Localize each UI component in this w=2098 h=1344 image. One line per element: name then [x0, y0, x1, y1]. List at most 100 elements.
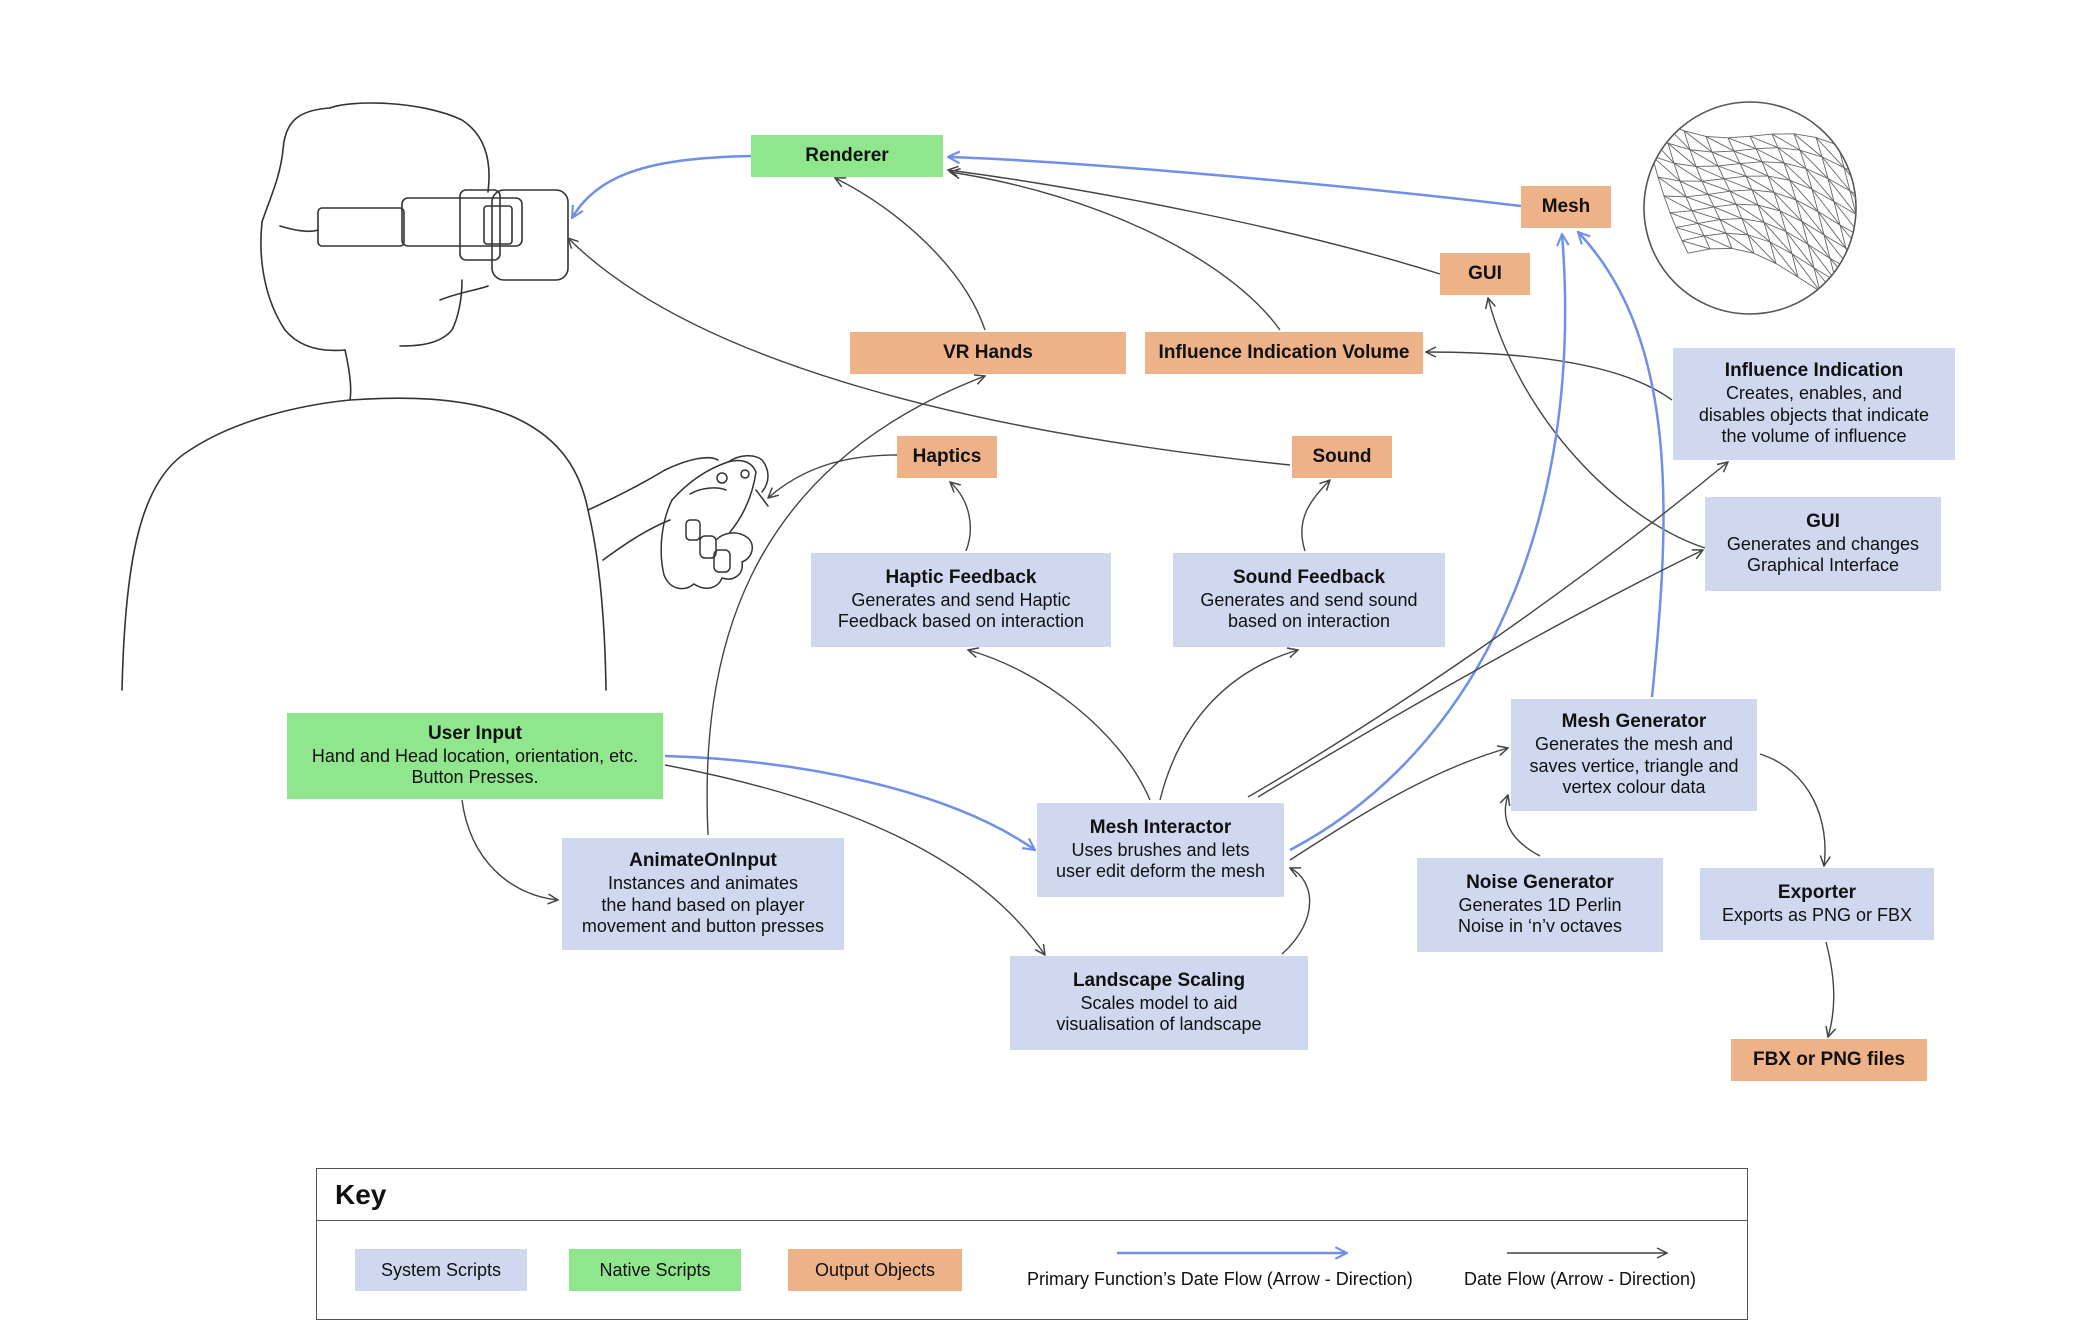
mesh-wire-line [1705, 136, 1735, 152]
mesh-wire-line [1807, 244, 1837, 282]
mesh-wire-line [1779, 210, 1809, 245]
sound-feedback-node: Sound Feedback Generates and send sound … [1173, 553, 1445, 647]
mesh-wire-line [1878, 225, 1906, 248]
mesh-wire-line [1719, 219, 1727, 234]
mesh-wire-line [1807, 243, 1831, 259]
mesh-wire-line [1777, 147, 1785, 164]
mesh-wire-line [1851, 270, 1856, 279]
mesh-wire-line [1817, 211, 1847, 249]
edge-mesh-to-renderer [948, 157, 1522, 208]
mesh-wire-line [1757, 204, 1787, 232]
node-title: Influence Indication [1724, 360, 1904, 382]
mesh-wire-line [1681, 235, 1705, 242]
node-title: Noise Generator [1466, 872, 1614, 893]
vr-controller-icon [660, 455, 769, 590]
mesh-wire-line [1763, 222, 1787, 232]
mesh-wire-line [1845, 247, 1856, 279]
mesh-wire-line [1862, 237, 1890, 264]
edge-gui-script-to-gui [1488, 298, 1706, 549]
influence-indication-node: Influence Indication Creates, enables, a… [1673, 348, 1955, 460]
mesh-wire-line [1779, 210, 1787, 232]
mesh-interactor-node: Mesh Interactor Uses brushes and lets us… [1037, 803, 1284, 897]
mesh-wire-line [1767, 175, 1797, 201]
mesh-wire-line [1785, 231, 1815, 269]
mesh-wire-line [1862, 237, 1884, 245]
mesh-wire-line [1683, 130, 1691, 150]
mesh-wire-line [1835, 280, 1856, 292]
mesh-wire-line [1908, 302, 1930, 307]
mesh-wire-line [1681, 240, 1689, 254]
mesh-wire-line [1815, 137, 1845, 168]
mesh-wire-line [1849, 190, 1856, 226]
mesh-wire-line [1793, 133, 1817, 138]
mesh-wire-line [1687, 248, 1711, 254]
mesh-wire-line [1779, 210, 1803, 222]
edge-sound-feedback-to-sound [1301, 480, 1330, 552]
mesh-wire-line [1797, 276, 1821, 292]
mesh-wire-line [1795, 199, 1803, 222]
node-desc-line: saves vertice, triangle and [1529, 755, 1739, 776]
mesh-wire-line [1860, 156, 1888, 190]
node-title: Haptic Feedback [885, 567, 1037, 588]
mesh-wire-line [1771, 133, 1779, 148]
mesh-wire-line [1657, 176, 1687, 198]
mesh-wire-line [1866, 180, 1894, 212]
mesh-wire-line [1890, 264, 1918, 277]
mesh-wire-line [1763, 222, 1771, 243]
mesh-wire-line [1695, 166, 1703, 182]
landscape-scaling-node: Landscape Scaling Scales model to aid vi… [1010, 956, 1308, 1050]
node-title: Renderer [805, 144, 889, 166]
mesh-wire-line [1884, 245, 1890, 263]
mesh-wire-line [1729, 190, 1759, 206]
mesh-wire-line [1717, 163, 1741, 167]
mesh-wire-line [1918, 277, 1924, 290]
node-desc-line: Instances and animates [607, 873, 799, 893]
edge-sound-to-headset [568, 238, 1291, 466]
node-title: Sound [1312, 445, 1372, 467]
mesh-wire-line [1767, 175, 1791, 181]
renderer-node: Renderer [751, 135, 943, 177]
mesh-wire-line [1851, 270, 1856, 296]
mesh-wire-line [1902, 294, 1908, 307]
mesh-wire-line [1644, 109, 1647, 134]
edge-noise-to-generator [1505, 795, 1541, 857]
node-desc-line: Feedback based on interaction [837, 611, 1085, 632]
mesh-wire-line [1769, 241, 1777, 264]
vr-headset-person-icon [121, 102, 719, 691]
node-desc-line: the hand based on player [601, 894, 805, 915]
mesh-wire-line [1697, 219, 1721, 224]
mesh-wire-line [1749, 133, 1773, 137]
mesh-wire-line [1805, 168, 1829, 179]
mesh-wire-line [1695, 166, 1725, 180]
node-title: FBX or PNG files [1752, 1048, 1906, 1070]
legend-primary-flow-label: Primary Function’s Date Flow (Arrow - Di… [1027, 1269, 1413, 1289]
mesh-wire-line [1747, 234, 1777, 264]
mesh-wire-line [1713, 203, 1737, 208]
mesh-wire-line [1807, 244, 1815, 269]
mesh-wire-line [1733, 150, 1763, 163]
mesh-wire-line [1855, 214, 1856, 246]
mesh-wire-line [1866, 180, 1888, 191]
mesh-wire-line [1799, 149, 1807, 169]
mesh-wire-line [1874, 278, 1902, 294]
mesh-wire-line [1707, 190, 1731, 195]
mesh-wire-line [1683, 130, 1713, 153]
mesh-wire-line [1886, 307, 1908, 310]
mesh-wire-line [1845, 247, 1856, 260]
mesh-wire-line [1685, 196, 1693, 211]
mesh-wire-line [1681, 240, 1711, 250]
mesh-wire-line [1795, 199, 1825, 236]
mesh-wire-line [1793, 133, 1823, 158]
mesh-wire-line [1705, 135, 1729, 139]
mesh-output-node: Mesh [1521, 186, 1611, 228]
edge-gui-to-renderer [948, 170, 1441, 275]
mesh-wire-line [1751, 189, 1781, 212]
mesh-wire-line [1769, 241, 1799, 278]
node-title: Mesh Generator [1561, 711, 1707, 733]
edge-vrhands-to-renderer [835, 178, 986, 331]
exporter-node: Exporter Exports as PNG or FBX [1700, 868, 1934, 940]
mesh-wire-line [1689, 149, 1719, 167]
mesh-wire-line [1833, 201, 1841, 226]
mesh-wire-line [1697, 222, 1727, 234]
mesh-wire-line [1725, 232, 1749, 236]
